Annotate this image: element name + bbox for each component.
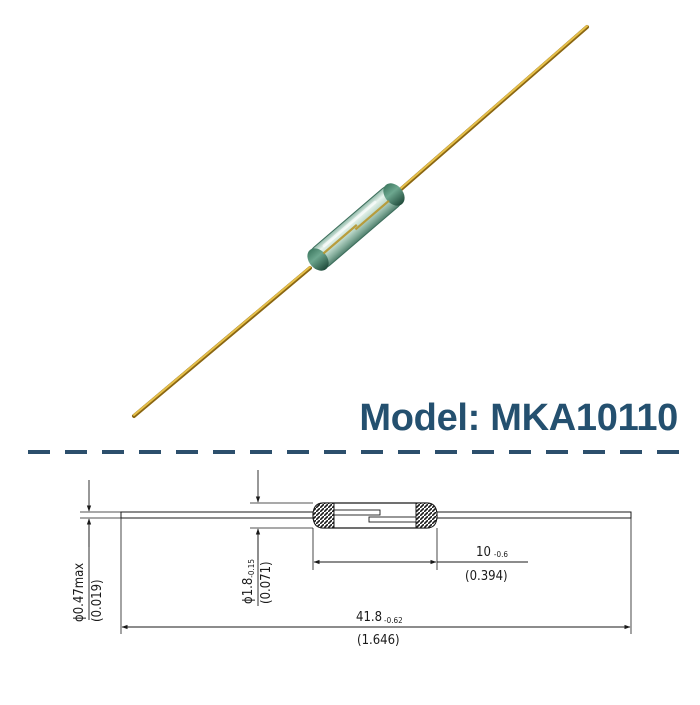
body-diameter-value: ϕ1.8 [241, 578, 256, 604]
overall-length-tolerance: -0.62 [384, 616, 403, 625]
svg-text:(0.394): (0.394) [465, 569, 508, 584]
body-length-value: 10 [476, 545, 491, 560]
body-diameter-inch: (0.071) [259, 561, 274, 604]
body-length-label: 10-0.6 (0.394) [465, 545, 508, 584]
svg-text:ϕ1.8-0.15: ϕ1.8-0.15 [241, 559, 256, 604]
svg-text:ϕ0.47max: ϕ0.47max [72, 563, 87, 622]
lead-diameter-value: ϕ0.47max [72, 563, 87, 622]
body-diameter-tolerance: -0.15 [247, 559, 256, 578]
body-diameter-label: ϕ1.8-0.15 (0.071) [241, 559, 274, 604]
lead-diameter-label: ϕ0.47max (0.019) [72, 563, 105, 622]
body-length-tolerance: -0.6 [494, 550, 508, 559]
svg-text:41.8-0.62: 41.8-0.62 [356, 610, 403, 625]
lead-diameter-inch: (0.019) [90, 579, 105, 622]
drawing-glass-body [312, 502, 438, 529]
dimension-drawing [80, 470, 632, 634]
overall-length-inch: (1.646) [357, 633, 400, 648]
glass-capsule [307, 183, 405, 271]
overall-length-label: 41.8-0.62 (1.646) [356, 610, 403, 648]
body-length-inch: (0.394) [465, 569, 508, 584]
svg-text:(0.071): (0.071) [259, 561, 274, 604]
svg-text:(0.019): (0.019) [90, 579, 105, 622]
svg-text:10-0.6: 10-0.6 [476, 545, 508, 560]
model-title: Model: MKA10110 [359, 397, 678, 439]
reed-switch-photo [132, 25, 589, 418]
svg-text:(1.646): (1.646) [357, 633, 400, 648]
overall-length-value: 41.8 [356, 610, 382, 625]
